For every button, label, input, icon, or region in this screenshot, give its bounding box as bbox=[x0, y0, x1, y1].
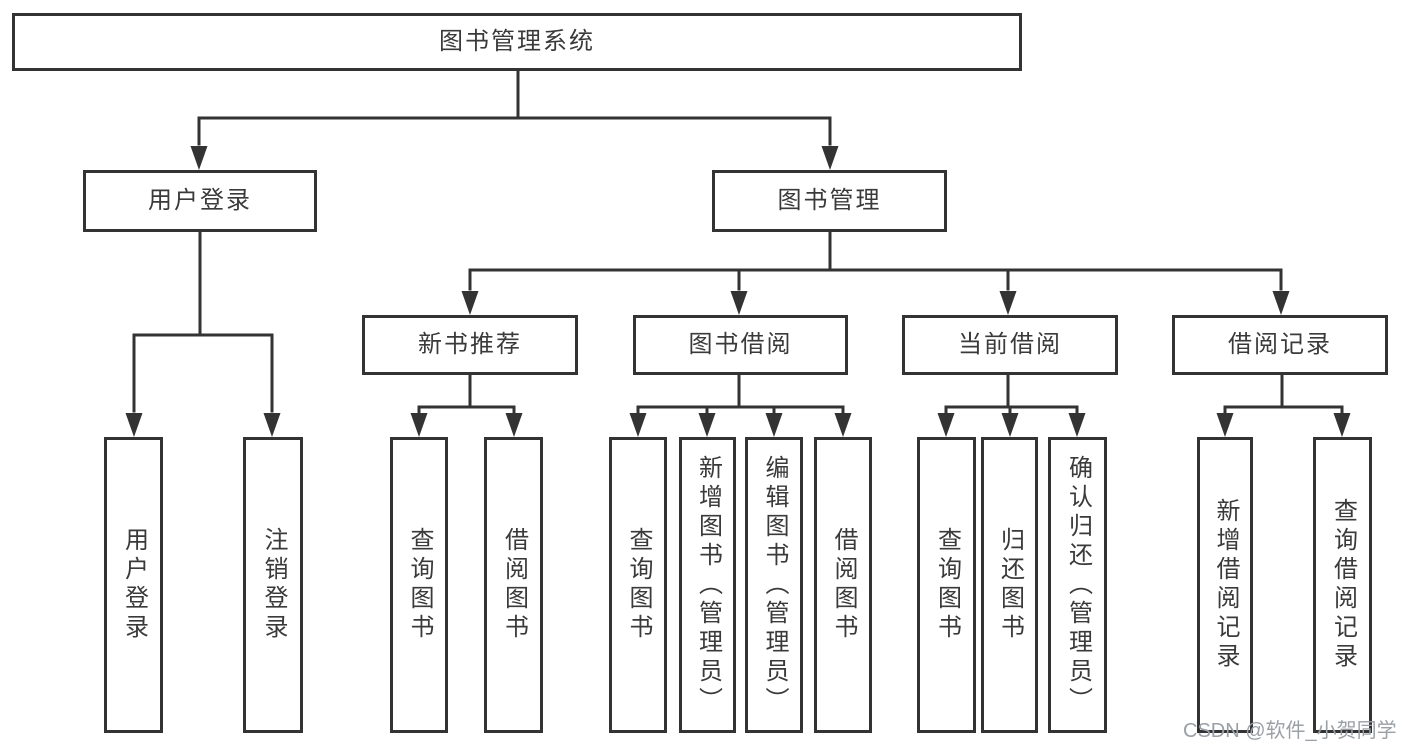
node-label: 用户登录 bbox=[120, 527, 148, 643]
node-label: 借阅图书 bbox=[500, 527, 528, 643]
node-current-borrowing: 当前借阅 bbox=[902, 315, 1118, 375]
node-user-login: 用户登录 bbox=[83, 170, 317, 232]
node-bb-edit-books-admin: 编辑图书（管理员） bbox=[745, 437, 803, 733]
node-label: 编辑图书（管理员） bbox=[761, 454, 788, 716]
node-book-management: 图书管理 bbox=[712, 170, 947, 232]
node-borrowing-records: 借阅记录 bbox=[1172, 315, 1388, 375]
node-root: 图书管理系统 bbox=[12, 13, 1022, 71]
node-label: 图书借阅 bbox=[688, 330, 793, 358]
node-label: 借阅图书 bbox=[830, 527, 857, 643]
node-user-login-action: 用户登录 bbox=[104, 437, 163, 733]
node-cb-return-books: 归还图书 bbox=[981, 437, 1038, 733]
node-label: 注销登录 bbox=[260, 527, 287, 643]
node-label: 确认归还（管理员） bbox=[1064, 454, 1092, 716]
node-label: 查询图书 bbox=[406, 527, 433, 643]
node-nb-borrow-books: 借阅图书 bbox=[484, 437, 543, 733]
node-label: 新增借阅记录 bbox=[1212, 498, 1239, 672]
node-label: 当前借阅 bbox=[958, 330, 1062, 358]
node-br-add-record: 新增借阅记录 bbox=[1197, 437, 1253, 733]
node-label: 图书管理系统 bbox=[439, 27, 595, 55]
node-nb-query-books: 查询图书 bbox=[390, 437, 448, 733]
node-label: 查询图书 bbox=[625, 527, 652, 643]
node-bb-borrow-books: 借阅图书 bbox=[814, 437, 872, 733]
node-label: 新书推荐 bbox=[418, 330, 522, 358]
node-cb-confirm-return-admin: 确认归还（管理员） bbox=[1048, 437, 1107, 733]
node-br-query-record: 查询借阅记录 bbox=[1313, 437, 1372, 733]
node-new-book-recommend: 新书推荐 bbox=[362, 315, 578, 375]
node-bb-query-books: 查询图书 bbox=[609, 437, 667, 733]
node-label: 查询借阅记录 bbox=[1329, 498, 1357, 672]
node-label: 新增图书（管理员） bbox=[694, 454, 722, 716]
arrowheads bbox=[125, 146, 1351, 437]
node-logout: 注销登录 bbox=[243, 437, 303, 733]
node-label: 借阅记录 bbox=[1228, 330, 1332, 358]
node-book-borrowing: 图书借阅 bbox=[633, 315, 848, 375]
node-label: 图书管理 bbox=[777, 186, 882, 214]
node-cb-query-books: 查询图书 bbox=[917, 437, 976, 733]
node-label: 归还图书 bbox=[996, 527, 1024, 643]
node-bb-add-books-admin: 新增图书（管理员） bbox=[679, 437, 736, 733]
node-label: 用户登录 bbox=[148, 186, 252, 214]
node-label: 查询图书 bbox=[933, 527, 961, 643]
watermark-text: CSDN @软件_小贺同学 bbox=[1183, 720, 1397, 742]
